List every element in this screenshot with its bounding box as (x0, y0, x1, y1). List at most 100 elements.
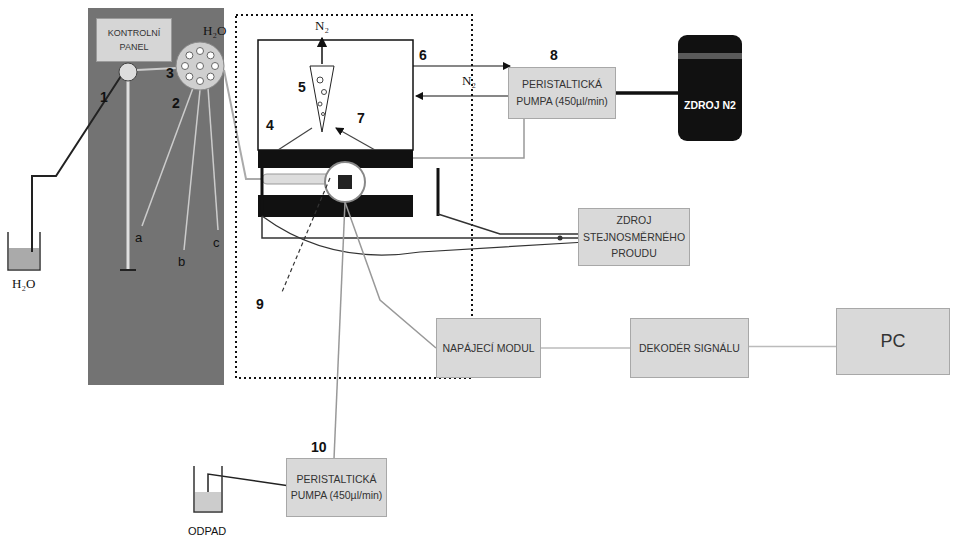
spray-chamber (278, 128, 312, 150)
spray-chamber (317, 77, 323, 83)
sample-tube (224, 70, 262, 179)
measuring-cell (325, 162, 365, 202)
waste-tube (208, 202, 345, 498)
syringe-pump (120, 269, 136, 271)
port-label: a (135, 231, 142, 244)
water-beaker (9, 248, 39, 269)
pump-box: PERISTALTICKÁ PUMPA (450µl/min) (286, 458, 387, 516)
selection-valve (186, 52, 193, 59)
cylinder-shape (678, 35, 742, 141)
waste-beaker (194, 466, 222, 512)
connector-line (749, 346, 836, 348)
dc-wires (262, 216, 586, 238)
node-text: KONTROLNÍ PANEL (97, 27, 171, 54)
decoder-box: DEKODÉR SIGNÁLU (630, 318, 749, 378)
spray-chamber (310, 66, 334, 132)
callout-number: 6 (419, 48, 427, 62)
valve-lines (142, 88, 193, 226)
control-panel (88, 8, 224, 385)
dc-wires (262, 214, 586, 255)
water-label: H₂O (203, 24, 226, 37)
spray-chamber (336, 128, 375, 150)
callout-number: 2 (172, 96, 180, 110)
computer-box: PC (836, 308, 950, 375)
selection-valve (197, 48, 204, 55)
node-text: ZDROJ STEJNOSMĚRNÉHO PROUDU (579, 212, 689, 262)
callout-number: 3 (166, 66, 174, 80)
node-text: DEKODÉR SIGNÁLU (639, 340, 740, 357)
water-beaker (8, 232, 40, 270)
gas-label: N₂ (315, 19, 329, 32)
node-text: PERISTALTICKÁ PUMPA (450µl/min) (509, 76, 615, 110)
spray-chamber (322, 113, 325, 116)
spray-chamber (321, 38, 323, 64)
module-box: NAPÁJECÍ MODUL (436, 318, 541, 378)
node-text: PERISTALTICKÁ PUMPA (450µl/min) (287, 471, 386, 505)
callout-number: 1 (100, 90, 108, 104)
node-text: PC (880, 327, 905, 356)
beam-path (282, 178, 330, 292)
gas-label: N₂ (462, 74, 476, 87)
cylinder-band (678, 53, 742, 59)
waste-beaker (194, 466, 222, 512)
spray-chamber (318, 102, 322, 106)
cylinder-shape (678, 35, 742, 141)
dc-wires (262, 216, 586, 255)
node-text: NAPÁJECÍ MODUL (442, 340, 534, 357)
syringe-pump (127, 81, 130, 270)
selection-valve (186, 73, 193, 80)
port-label: b (178, 255, 185, 268)
selection-valve (212, 63, 219, 70)
valve-lines (142, 88, 218, 250)
measuring-cell (338, 175, 352, 189)
gas-lines (416, 95, 512, 96)
node-text: ZDROJ N2 (684, 97, 736, 114)
gas-lines (413, 65, 510, 66)
measuring-cell (437, 168, 440, 216)
selection-valve (176, 42, 224, 90)
callout-number: 4 (266, 118, 274, 132)
signal-wire (345, 202, 436, 348)
power-source-box: ZDROJ STEJNOSMĚRNÉHO PROUDU (578, 208, 690, 266)
waste-tube (334, 202, 345, 459)
dc-wires (438, 214, 586, 234)
selection-valve (176, 42, 224, 90)
callout-number: 10 (311, 440, 327, 454)
spray-chamber (322, 90, 327, 95)
dc-wires (558, 236, 563, 241)
connector-line (616, 91, 678, 95)
beam-path (282, 178, 330, 292)
callout-number: 5 (298, 80, 306, 94)
water-tube (32, 76, 121, 252)
control-panel-box: KONTROLNÍ PANEL (96, 18, 172, 62)
sample-tube (224, 70, 262, 179)
water-beaker (8, 232, 40, 270)
water-tube (32, 76, 121, 252)
water-label: H₂O (12, 277, 35, 290)
signal-wire (345, 202, 436, 348)
control-panel (88, 8, 224, 385)
connector-line (541, 347, 630, 349)
waste-beaker (195, 492, 221, 511)
spray-chamber (258, 40, 413, 150)
valve-lines (184, 90, 200, 250)
selection-valve (197, 78, 204, 85)
callout-number: 8 (550, 48, 558, 62)
selection-valve (207, 52, 214, 59)
selection-valve (182, 63, 189, 70)
measuring-cell (262, 174, 334, 184)
port-label: c (213, 236, 220, 249)
gas-cylinder: ZDROJ N2 (678, 35, 742, 141)
callout-number: 9 (256, 297, 264, 311)
pump-box: PERISTALTICKÁ PUMPA (450µl/min) (508, 67, 616, 119)
syringe-pump (119, 63, 176, 270)
measuring-cell (262, 162, 438, 216)
valve-lines (208, 88, 218, 230)
callout-number: 7 (357, 111, 365, 125)
gas-lines (413, 118, 524, 158)
selection-valve (197, 63, 204, 70)
waste-label: ODPAD (188, 526, 226, 537)
